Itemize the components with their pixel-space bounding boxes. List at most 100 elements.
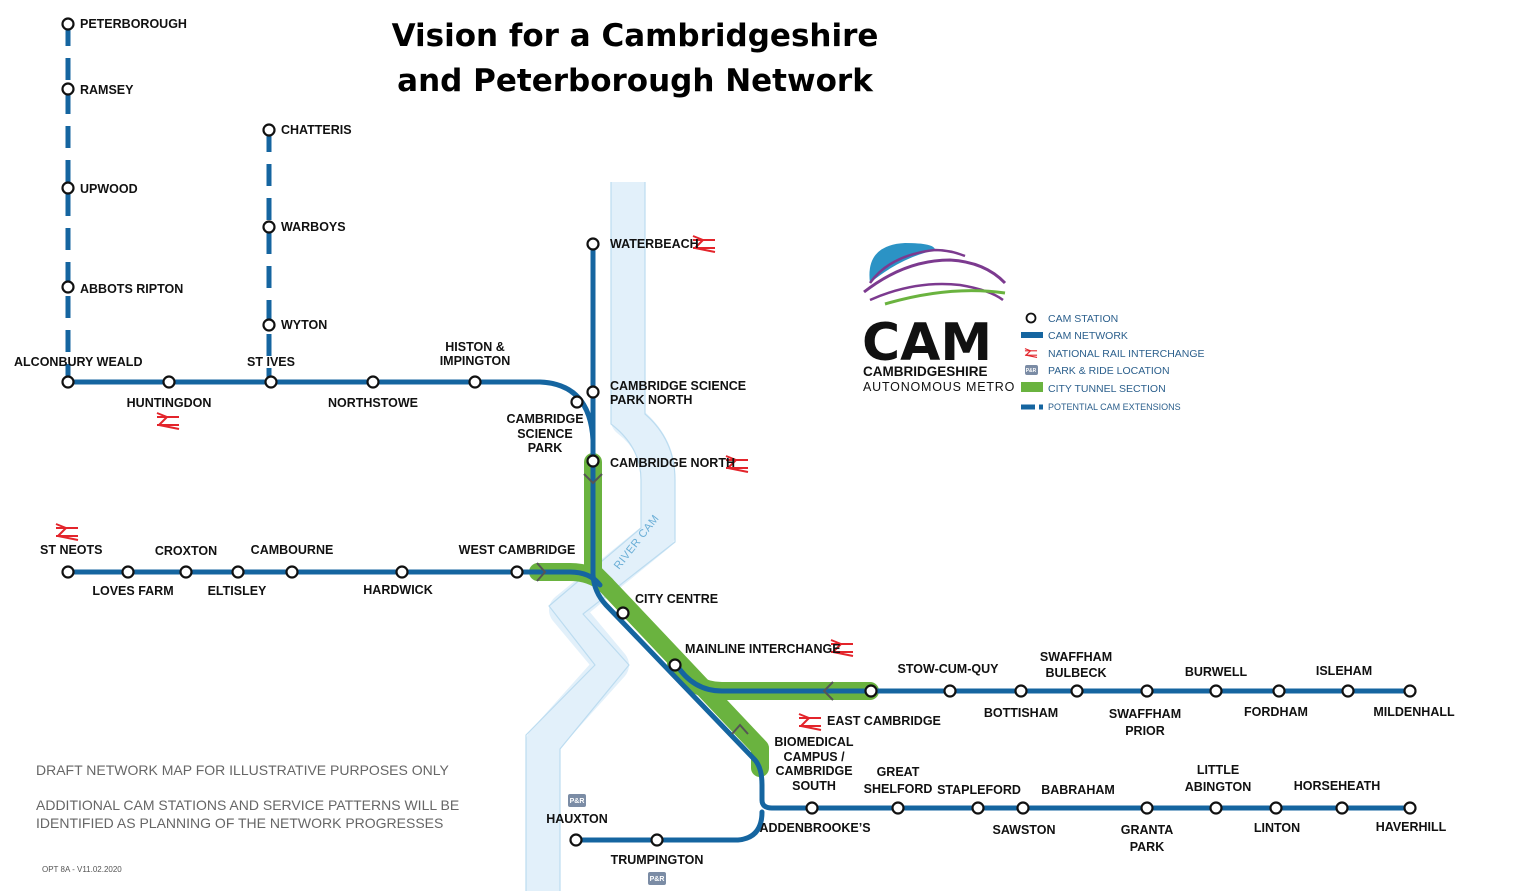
- label-upwood: UPWOOD: [80, 182, 138, 196]
- label-csp-3: PARK: [528, 441, 563, 455]
- station-cambridge-science-park-north[interactable]: [586, 385, 600, 399]
- station-addenbrookes[interactable]: [805, 801, 819, 815]
- station-city-centre[interactable]: [616, 606, 630, 620]
- additional-note-2: IDENTIFIED AS PLANNING OF THE NETWORK PR…: [36, 815, 443, 831]
- station-stapleford[interactable]: [971, 801, 985, 815]
- station-hardwick[interactable]: [395, 565, 409, 579]
- station-peterborough[interactable]: [61, 17, 75, 31]
- station-st-ives[interactable]: [264, 375, 278, 389]
- river-cam: [526, 182, 676, 891]
- legend-cam-station: CAM STATION: [1048, 313, 1118, 325]
- label-hardwick: HARDWICK: [363, 583, 432, 597]
- label-mildenhall: MILDENHALL: [1373, 705, 1455, 719]
- label-biomedical-3: CAMBRIDGE: [775, 764, 852, 778]
- station-cambridge-science-park[interactable]: [570, 395, 584, 409]
- station-linton[interactable]: [1269, 801, 1283, 815]
- station-swaffham-bulbeck[interactable]: [1070, 684, 1084, 698]
- label-swaffham-prior-2: PRIOR: [1125, 724, 1165, 738]
- label-abbots-ripton: ABBOTS RIPTON: [80, 282, 183, 296]
- station-trumpington[interactable]: [650, 833, 664, 847]
- label-northstowe: NORTHSTOWE: [328, 396, 418, 410]
- version-label: OPT 8A - V11.02.2020: [42, 865, 122, 874]
- label-alconbury-weald: ALCONBURY WEALD: [14, 355, 142, 369]
- station-mildenhall[interactable]: [1403, 684, 1417, 698]
- label-loves-farm: LOVES FARM: [92, 584, 173, 598]
- label-granta-park-2: PARK: [1130, 840, 1165, 854]
- label-isleham: ISLEHAM: [1316, 664, 1372, 678]
- label-fordham: FORDHAM: [1244, 705, 1308, 719]
- park-ride-icon: P&R: [568, 794, 586, 807]
- label-addenbrookes: ADDENBROOKE’S: [759, 821, 870, 835]
- national-rail-icon: [156, 412, 180, 430]
- station-granta-park[interactable]: [1140, 801, 1154, 815]
- cam-network-lines: [65, 241, 1413, 843]
- label-csp-north-1: CAMBRIDGE SCIENCE: [610, 379, 746, 393]
- station-sawston[interactable]: [1016, 801, 1030, 815]
- label-croxton: CROXTON: [155, 544, 217, 558]
- station-histon-impington[interactable]: [468, 375, 482, 389]
- station-wyton[interactable]: [262, 318, 276, 332]
- station-horseheath[interactable]: [1335, 801, 1349, 815]
- label-east-cambridge: EAST CAMBRIDGE: [827, 714, 941, 728]
- station-cambridge-north[interactable]: [586, 454, 600, 468]
- station-alconbury-weald[interactable]: [61, 375, 75, 389]
- station-abbots-ripton[interactable]: [61, 280, 75, 294]
- station-little-abington[interactable]: [1209, 801, 1223, 815]
- label-haverhill: HAVERHILL: [1376, 820, 1447, 834]
- label-biomedical-2: CAMPUS /: [783, 750, 845, 764]
- station-stow-cum-quy[interactable]: [864, 684, 878, 698]
- label-hauxton: HAUXTON: [546, 812, 608, 826]
- park-ride-icon: P&R: [648, 872, 666, 885]
- station-loves-farm[interactable]: [121, 565, 135, 579]
- station-cambourne[interactable]: [285, 565, 299, 579]
- legend-network-icon: [1021, 332, 1043, 338]
- station-huntingdon[interactable]: [162, 375, 176, 389]
- legend-station-icon: [1025, 312, 1037, 324]
- legend-city-tunnel: CITY TUNNEL SECTION: [1048, 383, 1166, 395]
- label-mainline-interchange: MAINLINE INTERCHANGE: [685, 642, 841, 656]
- station-chatteris[interactable]: [262, 123, 276, 137]
- label-stow-cum-quy: STOW-CUM-QUY: [898, 662, 1000, 676]
- station-waterbeach[interactable]: [586, 237, 600, 251]
- station-fordham[interactable]: [1272, 684, 1286, 698]
- station-west-cambridge[interactable]: [510, 565, 524, 579]
- label-horseheath: HORSEHEATH: [1294, 779, 1381, 793]
- label-csp-2: SCIENCE: [517, 427, 573, 441]
- label-peterborough: PETERBOROUGH: [80, 17, 187, 31]
- station-haverhill[interactable]: [1403, 801, 1417, 815]
- station-hauxton[interactable]: [569, 833, 583, 847]
- station-eltisley[interactable]: [231, 565, 245, 579]
- label-bottisham: BOTTISHAM: [984, 706, 1058, 720]
- station-st-neots[interactable]: [61, 565, 75, 579]
- national-rail-icon: [55, 523, 79, 541]
- svg-text:P&R: P&R: [650, 876, 665, 883]
- station-mainline-interchange[interactable]: [668, 658, 682, 672]
- svg-text:P&R: P&R: [570, 798, 585, 805]
- label-chatteris: CHATTERIS: [281, 123, 352, 137]
- station-burwell[interactable]: [1209, 684, 1223, 698]
- station-northstowe[interactable]: [366, 375, 380, 389]
- station-warboys[interactable]: [262, 220, 276, 234]
- label-huntingdon: HUNTINGDON: [127, 396, 212, 410]
- additional-note-1: ADDITIONAL CAM STATIONS AND SERVICE PATT…: [36, 797, 459, 813]
- station-ramsey[interactable]: [61, 82, 75, 96]
- label-csp-1: CAMBRIDGE: [506, 412, 583, 426]
- station-swaffham-prior[interactable]: [1140, 684, 1154, 698]
- station-croxton[interactable]: [179, 565, 193, 579]
- station-stow-cum-quy-2[interactable]: [943, 684, 957, 698]
- label-west-cambridge: WEST CAMBRIDGE: [459, 543, 576, 557]
- svg-text:P&R: P&R: [1026, 368, 1037, 374]
- station-bottisham[interactable]: [1014, 684, 1028, 698]
- label-st-neots: ST NEOTS: [40, 543, 103, 557]
- national-rail-icon: [798, 713, 822, 731]
- station-great-shelford[interactable]: [891, 801, 905, 815]
- station-isleham[interactable]: [1341, 684, 1355, 698]
- label-biomedical-4: SOUTH: [792, 779, 836, 793]
- label-ramsey: RAMSEY: [80, 83, 134, 97]
- tunnel-portals: [536, 473, 834, 735]
- label-histon-2: IMPINGTON: [440, 354, 511, 368]
- logo-line2: AUTONOMOUS METRO: [863, 380, 1015, 394]
- label-cambridge-north: CAMBRIDGE NORTH: [610, 456, 735, 470]
- legend-extensions: POTENTIAL CAM EXTENSIONS: [1048, 402, 1181, 412]
- station-upwood[interactable]: [61, 181, 75, 195]
